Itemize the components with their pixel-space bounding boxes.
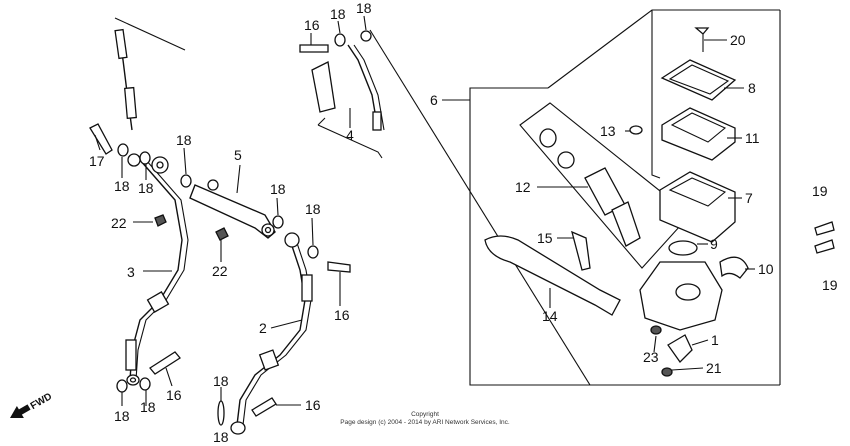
label-p13: 13 xyxy=(600,123,616,139)
small-parts-left xyxy=(89,123,192,393)
fwd-arrow: FWD xyxy=(10,391,54,419)
label-p6: 6 xyxy=(430,92,438,108)
label-p18c: 18 xyxy=(114,178,130,194)
label-p2: 2 xyxy=(259,320,267,336)
label-p14: 14 xyxy=(542,308,558,324)
leader-lines xyxy=(94,15,755,406)
label-p7: 7 xyxy=(745,190,753,206)
label-p18d: 18 xyxy=(138,180,154,196)
label-p5: 5 xyxy=(234,147,242,163)
label-p18g: 18 xyxy=(305,201,321,217)
label-p1: 1 xyxy=(711,332,719,348)
arrow-left-icon xyxy=(10,404,31,419)
label-p16a: 16 xyxy=(304,17,320,33)
label-p18a: 18 xyxy=(330,6,346,22)
label-p18k: 18 xyxy=(213,429,229,445)
label-p21: 21 xyxy=(706,360,722,376)
label-p18e: 18 xyxy=(176,132,192,148)
brake-hose-3 xyxy=(114,28,189,386)
label-p8: 8 xyxy=(748,80,756,96)
label-p17: 17 xyxy=(89,153,105,169)
label-p9: 9 xyxy=(710,236,718,252)
label-p18i: 18 xyxy=(140,399,156,415)
label-p22b: 22 xyxy=(212,263,228,279)
label-p19b: 19 xyxy=(822,277,838,293)
label-p19a: 19 xyxy=(812,183,828,199)
brake-pipe-5 xyxy=(189,179,284,241)
label-p12: 12 xyxy=(515,179,531,195)
callout-labels: 16 18 18 4 17 18 18 18 22 3 5 22 18 18 1… xyxy=(89,0,838,445)
label-p11: 11 xyxy=(745,130,760,146)
label-p10: 10 xyxy=(758,261,774,277)
label-p18j: 18 xyxy=(213,373,229,389)
label-p18f: 18 xyxy=(270,181,286,197)
label-p16b: 16 xyxy=(334,307,350,323)
brake-hose-2 xyxy=(217,232,351,435)
label-p20: 20 xyxy=(730,32,746,48)
fwd-label: FWD xyxy=(29,391,54,412)
label-p23: 23 xyxy=(643,349,659,365)
label-p16c: 16 xyxy=(166,387,182,403)
label-p22a: 22 xyxy=(111,215,127,231)
label-p18b: 18 xyxy=(356,0,372,16)
label-p15: 15 xyxy=(537,230,553,246)
banjo-bolt-4 xyxy=(299,30,385,131)
label-p3: 3 xyxy=(127,264,135,280)
copyright-line1: Copyright xyxy=(411,411,439,418)
label-p18h: 18 xyxy=(114,408,130,424)
label-p4: 4 xyxy=(346,127,354,143)
label-p16d: 16 xyxy=(305,397,321,413)
copyright-line2: Page design (c) 2004 - 2014 by ARI Netwo… xyxy=(340,419,510,426)
master-cylinder-parts xyxy=(484,27,835,377)
